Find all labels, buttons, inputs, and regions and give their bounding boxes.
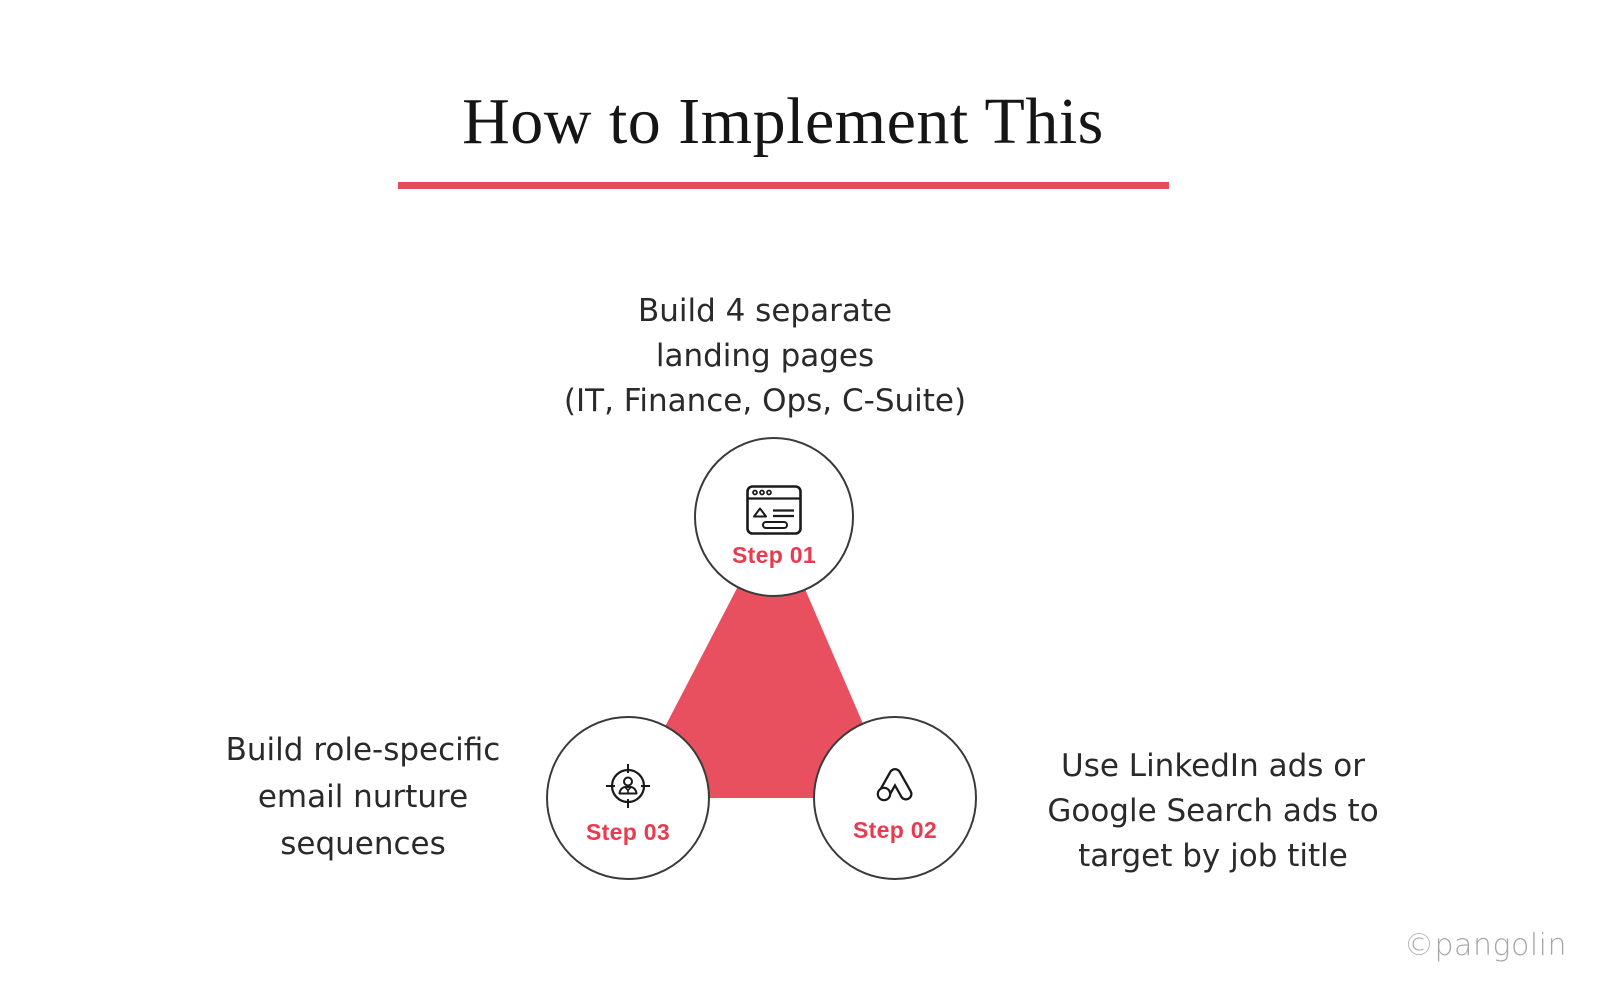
caption-line: Google Search ads to xyxy=(1047,793,1379,829)
caption-line: Build role-specific xyxy=(225,732,501,768)
google-ads-icon xyxy=(870,760,920,810)
step-02-circle: Step 02 xyxy=(813,716,977,880)
caption-line: Build 4 separate xyxy=(637,293,893,329)
step-01-label: Step 01 xyxy=(732,542,816,568)
step-03-caption: Build role-specific email nurture sequen… xyxy=(188,727,538,868)
triangle-shape xyxy=(628,517,895,798)
caption-line: landing pages xyxy=(655,338,875,374)
step-01-caption: Build 4 separate landing pages (IT, Fina… xyxy=(515,289,1015,424)
page-title: How to Implement This xyxy=(462,85,1104,158)
caption-line: Use LinkedIn ads or xyxy=(1061,748,1365,784)
step-02-caption: Use LinkedIn ads or Google Search ads to… xyxy=(1013,744,1413,879)
landing-page-icon xyxy=(746,485,802,535)
step-01-circle: Step 01 xyxy=(694,437,854,597)
watermark: ©pangolin xyxy=(1404,928,1567,963)
step-03-label: Step 03 xyxy=(586,819,670,845)
title-underline xyxy=(398,182,1169,189)
target-audience-icon xyxy=(602,760,654,812)
step-02-label: Step 02 xyxy=(853,817,937,843)
caption-line: sequences xyxy=(280,826,446,862)
caption-line: target by job title xyxy=(1078,838,1348,874)
caption-line: (IT, Finance, Ops, C-Suite) xyxy=(563,383,967,419)
caption-line: email nurture xyxy=(257,779,469,815)
step-03-circle: Step 03 xyxy=(546,716,710,880)
